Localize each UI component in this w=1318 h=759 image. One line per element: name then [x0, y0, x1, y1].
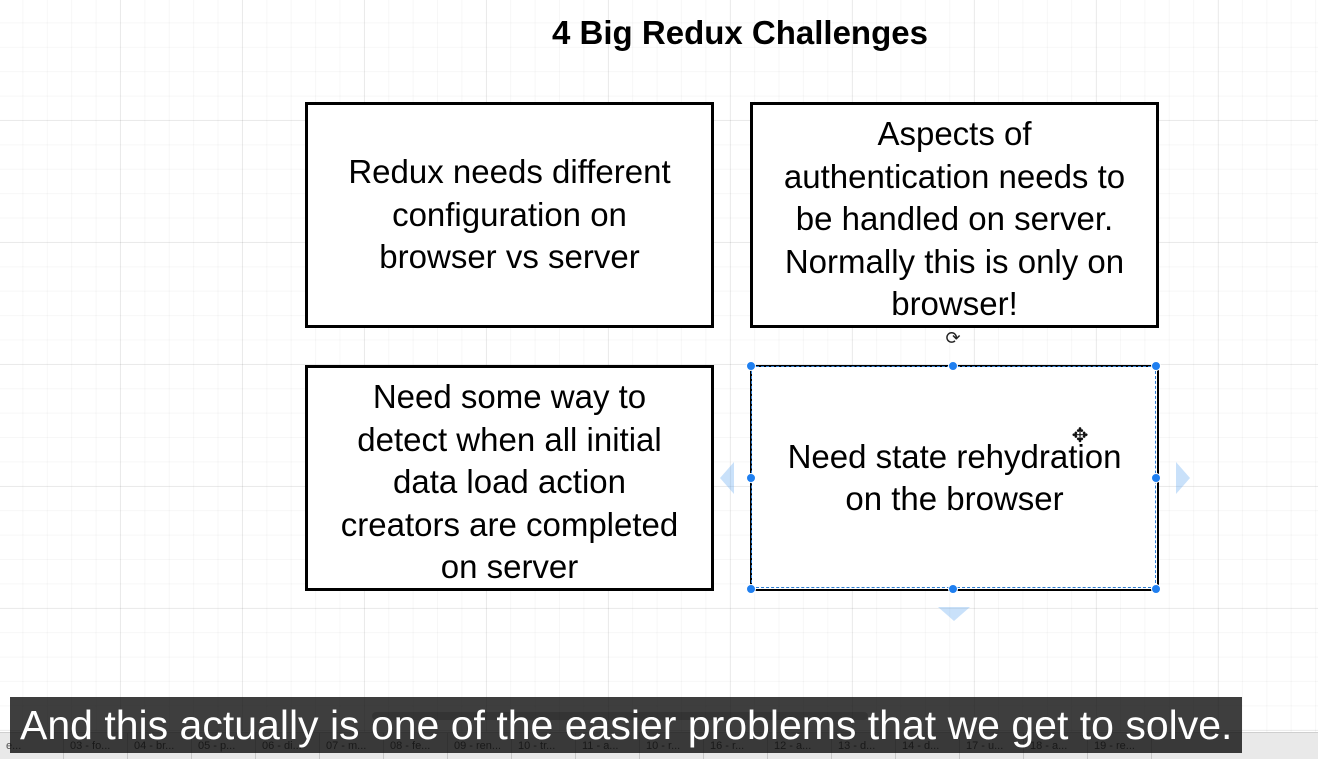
resize-handle-bottom-right[interactable] [1151, 584, 1161, 594]
challenge-box-2[interactable]: Aspects of authentication needs to be ha… [750, 102, 1159, 328]
challenge-box-3-text: Need some way to detect when all initial… [340, 378, 679, 585]
clone-arrow-left-icon[interactable] [720, 462, 734, 494]
diagram-title[interactable]: 4 Big Redux Challenges [552, 14, 928, 51]
resize-handle-bottom[interactable] [948, 584, 958, 594]
challenge-box-4-selected[interactable]: Need state rehydration on the browser [750, 365, 1159, 591]
challenge-box-3[interactable]: Need some way to detect when all initial… [305, 365, 714, 591]
clone-arrow-right-icon[interactable] [1176, 462, 1190, 494]
challenge-box-2-text: Aspects of authentication needs to be ha… [783, 115, 1126, 322]
challenge-box-4-text: Need state rehydration on the browser [787, 437, 1122, 518]
resize-handle-bottom-left[interactable] [746, 584, 756, 594]
resize-handle-top-left[interactable] [746, 361, 756, 371]
resize-handle-top-right[interactable] [1151, 361, 1161, 371]
resize-handle-right[interactable] [1151, 473, 1161, 483]
video-caption: And this actually is one of the easier p… [10, 697, 1243, 753]
clone-arrow-down-icon[interactable] [938, 607, 970, 621]
move-cursor-icon: ✥ [1071, 425, 1089, 447]
resize-handle-left[interactable] [746, 473, 756, 483]
resize-handle-top[interactable] [948, 361, 958, 371]
rotate-icon[interactable]: ⟳ [945, 328, 961, 348]
challenge-box-1-text: Redux needs different configuration on b… [348, 153, 671, 276]
challenge-box-1[interactable]: Redux needs different configuration on b… [305, 102, 714, 328]
